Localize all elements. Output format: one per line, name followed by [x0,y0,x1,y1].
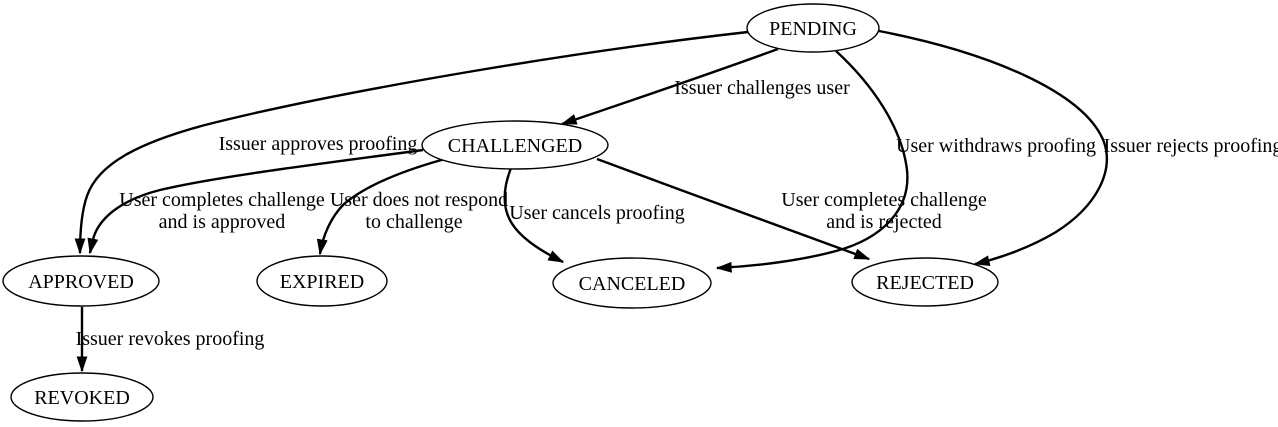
pending-node-shape [746,3,880,53]
edge-pending-challenged [560,47,779,126]
edge-pending-canceled [715,50,909,273]
rejected-node-label: REJECTED [876,272,974,294]
pending-node-label: PENDING [769,18,857,40]
nodes-layer: PENDING CHALLENGED APPROVED EXPIRED CANC… [2,3,999,422]
challenged-node-label: CHALLENGED [448,135,582,157]
edge-label-challenged-rejected-line2: and is rejected [826,211,942,233]
state-node-expired: EXPIRED [256,255,388,307]
edge-label-challenged-expired-line1: User does not respond [330,189,508,211]
expired-node-label: EXPIRED [280,271,364,293]
edge-label-challenged-approved-line2: and is approved [159,211,286,233]
state-node-revoked: REVOKED [10,372,154,422]
edge-label-approved-revoked: Issuer revokes proofing [76,328,265,350]
edge-label-pending-rejected: Issuer rejects proofing [1104,135,1278,157]
rejected-node-shape [851,257,999,307]
edge-label-challenged-expired-line2: to challenge [365,211,462,233]
canceled-node-shape [552,257,712,309]
state-node-pending: PENDING [746,3,880,53]
canceled-node-label: CANCELED [579,273,686,295]
edge-label-challenged-canceled: User cancels proofing [509,202,685,224]
edge-label-pending-challenged: Issuer challenges user [674,77,850,99]
revoked-node-shape [10,372,154,422]
edge-challenged-canceled [503,167,565,264]
revoked-node-label: REVOKED [34,387,130,409]
expired-node-shape [256,255,388,307]
edge-label-challenged-rejected-line1: User completes challenge [781,189,987,211]
edge-label-pending-approved: Issuer approves proofing [219,133,418,155]
state-node-approved: APPROVED [2,255,160,307]
edge-challenged-rejected [596,157,871,261]
state-node-canceled: CANCELED [552,257,712,309]
edges-layer: Issuer challenges user Issuer approves p… [74,29,1278,373]
edge-pending-approved [74,30,749,255]
approved-node-shape [2,255,160,307]
edge-pending-rejected [878,29,1108,267]
edge-challenged-approved [87,148,424,255]
edge-challenged-expired [316,157,446,256]
challenged-node-shape [421,120,609,170]
state-node-rejected: REJECTED [851,257,999,307]
edge-label-pending-canceled: User withdraws proofing [896,135,1096,157]
approved-node-label: APPROVED [28,271,134,293]
state-node-challenged: CHALLENGED [421,120,609,170]
edge-label-challenged-approved-line1: User completes challenge [119,189,325,211]
